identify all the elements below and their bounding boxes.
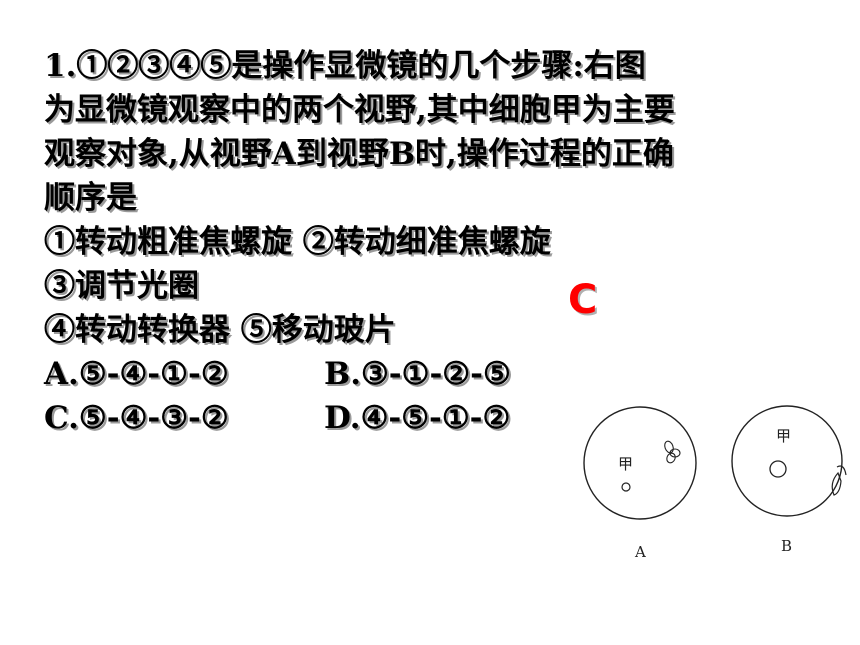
option-a: A.⑤-④-①-②: [44, 356, 229, 392]
field-b: 甲 B: [731, 405, 847, 555]
field-a: 甲 A: [583, 406, 697, 561]
field-b-edge-cell: [831, 471, 842, 496]
step-line-2: ③调节光圈: [44, 268, 199, 304]
answer-text: C: [568, 277, 598, 323]
field-a-label: A: [634, 543, 646, 561]
field-b-cell-label: 甲: [776, 427, 791, 445]
question-line-1: 1.①②③④⑤是操作显微镜的几个步骤:右图: [44, 48, 646, 84]
question-line-4: 顺序是: [44, 180, 137, 216]
option-d: D.④-⑤-①-②: [324, 400, 511, 436]
field-a-cell-label: 甲: [618, 455, 633, 473]
field-b-edge-cell-outline: [836, 465, 847, 476]
question-line-3: 观察对象,从视野A到视野B时,操作过程的正确: [44, 136, 674, 172]
question-line-2: 为显微镜观察中的两个视野,其中细胞甲为主要: [44, 92, 675, 128]
option-c: C.⑤-④-③-②: [44, 400, 229, 436]
step-line-3: ④转动转换器 ⑤移动玻片: [44, 312, 396, 348]
field-b-label: B: [781, 537, 792, 555]
field-a-cell-cluster: [664, 440, 681, 464]
field-a-circle: [583, 406, 697, 520]
step-line-1: ①转动粗准焦螺旋 ②转动细准焦螺旋: [44, 224, 551, 260]
fields-svg: 甲 A 甲 B: [583, 405, 847, 561]
field-b-cell-jia: [769, 460, 787, 478]
option-b: B.③-①-②-⑤: [324, 356, 511, 392]
microscope-fields-figure: 甲 A 甲 B: [582, 395, 860, 570]
field-a-cell-jia: [621, 482, 631, 492]
field-b-circle: [731, 405, 843, 517]
